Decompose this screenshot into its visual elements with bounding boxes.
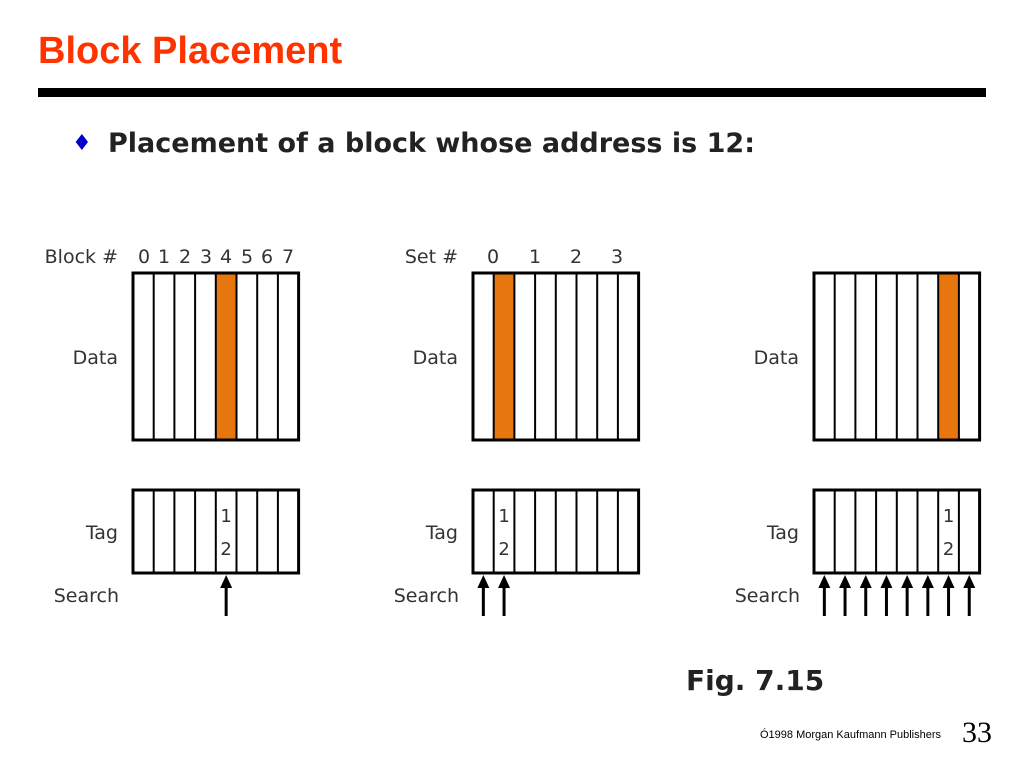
diagram-2-header-number: 2 — [570, 246, 582, 268]
copyright-notice: Ó1998 Morgan Kaufmann Publishers — [760, 729, 941, 741]
slide-title: Block Placement — [38, 30, 343, 72]
bullet-text: Placement of a block whose address is 12… — [108, 128, 755, 159]
diagram-1-tag-value-digit: 2 — [220, 539, 231, 560]
diagram-1-header-number: 4 — [220, 246, 232, 268]
diagram-3-tag-value-digit: 1 — [943, 506, 954, 527]
diagram-3-search-arrow-icon — [839, 575, 852, 588]
diagram-3-search-arrow-icon — [901, 575, 914, 588]
diagram-3-search-arrow-icon — [859, 575, 872, 588]
diamond-bullet-icon: ♦ — [72, 131, 92, 156]
diagram-3-tag-label: Tag — [766, 522, 799, 544]
diagram-3-tag-value-digit: 2 — [943, 539, 954, 560]
diagram-3-highlighted-block — [938, 273, 959, 440]
diagram-2-header-number: 0 — [487, 246, 499, 268]
diagram-2-data-label: Data — [413, 347, 458, 369]
diagram-3-search-arrow-icon — [880, 575, 893, 588]
diagram-2-search-label: Search — [394, 585, 459, 607]
diagram-1-header-number: 1 — [158, 246, 170, 268]
diagram-3-search-arrow-icon — [921, 575, 934, 588]
diagram-1-search-arrow-icon — [220, 575, 233, 588]
diagram-1-search-label: Search — [54, 585, 119, 607]
diagram-3-search-arrow-icon — [963, 575, 976, 588]
diagram-1-data-label: Data — [73, 347, 118, 369]
diagram-3-search-label: Search — [735, 585, 800, 607]
diagram-3-search-arrow-icon — [818, 575, 831, 588]
diagram-3-search-arrow-icon — [942, 575, 955, 588]
title-rule — [38, 88, 986, 97]
diagram-1-header-number: 0 — [138, 246, 150, 268]
diagram-2-search-arrow-icon — [498, 575, 511, 588]
diagram-1-highlighted-block — [215, 273, 237, 440]
diagram-2-tag-value-digit: 1 — [498, 506, 509, 527]
diagram-2-header-number: 3 — [611, 246, 623, 268]
diagram-2-highlighted-block — [493, 273, 515, 440]
diagram-1-tag-value-digit: 1 — [220, 506, 231, 527]
diagram-1-header-number: 5 — [241, 246, 253, 268]
diagram-1-header-number: 6 — [261, 246, 273, 268]
page-number: 33 — [962, 716, 992, 749]
diagram-2-search-arrow-icon — [477, 575, 490, 588]
diagram-2-tag-label: Tag — [425, 522, 458, 544]
diagram-2-tag-value-digit: 2 — [498, 539, 509, 560]
diagram-3-data-label: Data — [754, 347, 799, 369]
diagram-2-header-label: Set # — [405, 246, 458, 268]
bullet-row: ♦ Placement of a block whose address is … — [72, 128, 755, 159]
diagram-1-header-number: 3 — [200, 246, 212, 268]
diagram-1-header-number: 2 — [179, 246, 191, 268]
diagram-1-header-number: 7 — [282, 246, 294, 268]
diagram-1-header-label: Block # — [45, 246, 118, 268]
diagram-2-header-number: 1 — [529, 246, 541, 268]
diagram-1-tag-label: Tag — [85, 522, 118, 544]
figure-caption: Fig. 7.15 — [686, 664, 825, 697]
